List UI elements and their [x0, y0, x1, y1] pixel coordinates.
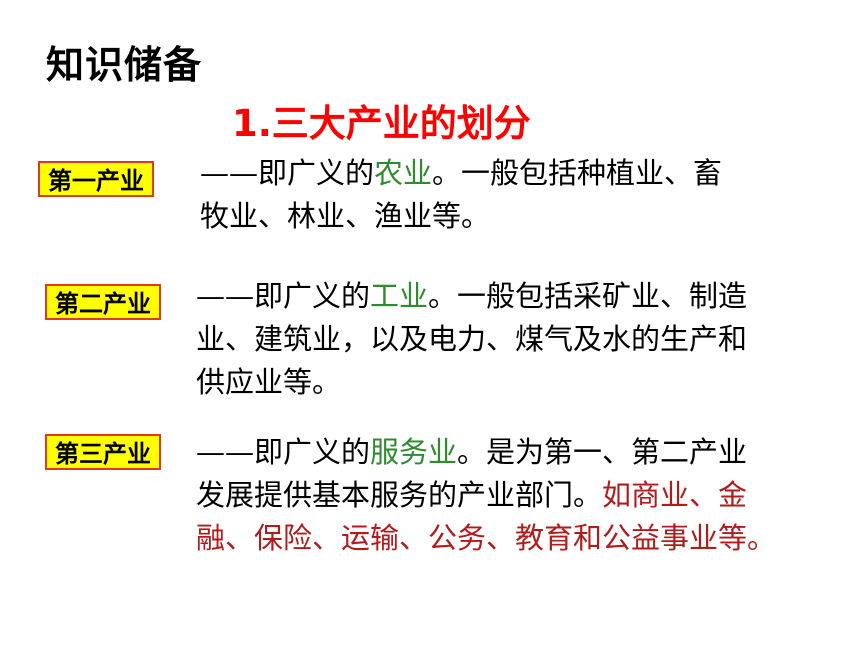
examples-text: 如商业、金: [602, 478, 748, 512]
desc-line: ——即广义的农业。一般包括种植业、畜: [200, 156, 723, 190]
label-primary-industry: 第一产业: [38, 161, 154, 197]
desc-secondary-industry: ——即广义的工业。一般包括采矿业、制造 业、建筑业，以及电力、煤气及水的生产和 …: [196, 275, 747, 404]
desc-line: 发展提供基本服务的产业部门。如商业、金: [196, 478, 748, 512]
desc-line: 牧业、林业、渔业等。: [200, 199, 491, 233]
label-tertiary-industry: 第三产业: [45, 434, 161, 470]
highlight-agriculture: 农业: [374, 156, 433, 190]
label-secondary-industry: 第二产业: [45, 284, 161, 320]
desc-line: ——即广义的服务业。是为第一、第二产业: [196, 435, 748, 469]
highlight-industry: 工业: [370, 279, 429, 313]
slide-heading: 知识储备: [46, 43, 203, 87]
desc-line: 供应业等。: [196, 365, 342, 399]
slide-subtitle: 1.三大产业的划分: [232, 102, 531, 145]
desc-line: 业、建筑业，以及电力、煤气及水的生产和: [196, 322, 748, 356]
desc-line: 融、保险、运输、公务、教育和公益事业等。: [196, 521, 777, 555]
desc-line: ——即广义的工业。一般包括采矿业、制造: [196, 279, 748, 313]
desc-tertiary-industry: ——即广义的服务业。是为第一、第二产业 发展提供基本服务的产业部门。如商业、金 …: [196, 431, 776, 560]
highlight-services: 服务业: [370, 435, 458, 469]
desc-primary-industry: ——即广义的农业。一般包括种植业、畜 牧业、林业、渔业等。: [200, 152, 722, 238]
